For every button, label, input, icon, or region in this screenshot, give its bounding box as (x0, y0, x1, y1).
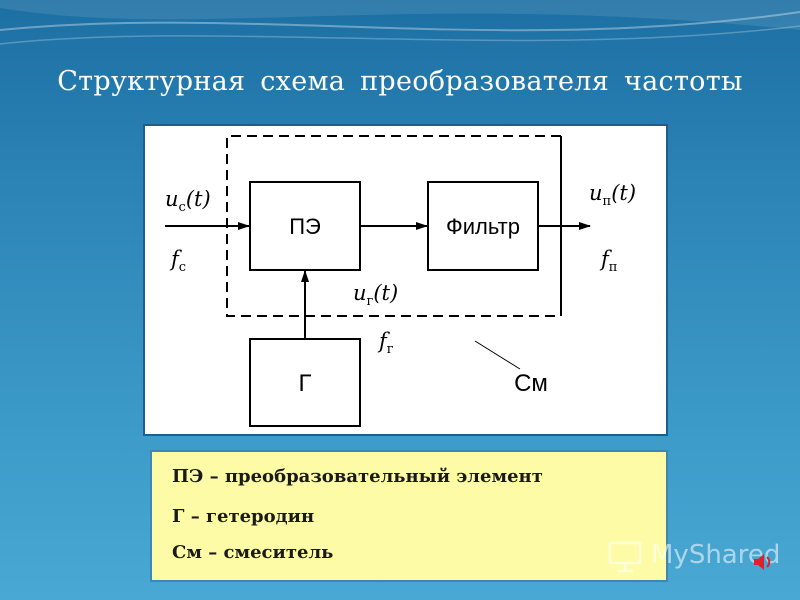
speaker-icon[interactable] (752, 550, 772, 574)
filter-label: Фильтр (446, 214, 520, 239)
converter-block (249, 181, 361, 271)
input-freq-label: fс (169, 247, 186, 275)
output-voltage-label: uп(t) (589, 181, 636, 209)
output-freq-label: fп (599, 247, 617, 275)
block-diagram: ПЭ Фильтр Г См uс(t) fс uп(t) fп uг(t) f… (143, 124, 668, 436)
mixer-leader-line (474, 340, 521, 370)
presentation-icon (608, 541, 642, 573)
diagram-canvas: ПЭ Фильтр Г См uс(t) fс uп(t) fп uг(t) f… (165, 135, 636, 427)
mixer-label: См (514, 370, 548, 397)
page-title: Структурная схема преобразователя частот… (57, 66, 743, 97)
header-waves (0, 0, 800, 45)
legend-item: См – смеситель (172, 542, 334, 563)
legend-item: Г – гетеродин (172, 506, 315, 527)
input-voltage-label: uс(t) (165, 187, 211, 215)
lo-voltage-label: uг(t) (353, 281, 398, 309)
filter-block (427, 181, 539, 271)
legend-box: ПЭ – преобразовательный элемент Г – гете… (150, 450, 668, 582)
oscillator-block (249, 338, 361, 427)
oscillator-label: Г (299, 370, 312, 397)
converter-label: ПЭ (289, 214, 321, 239)
legend-item: ПЭ – преобразовательный элемент (172, 466, 543, 487)
lo-freq-label: fг (377, 329, 394, 357)
